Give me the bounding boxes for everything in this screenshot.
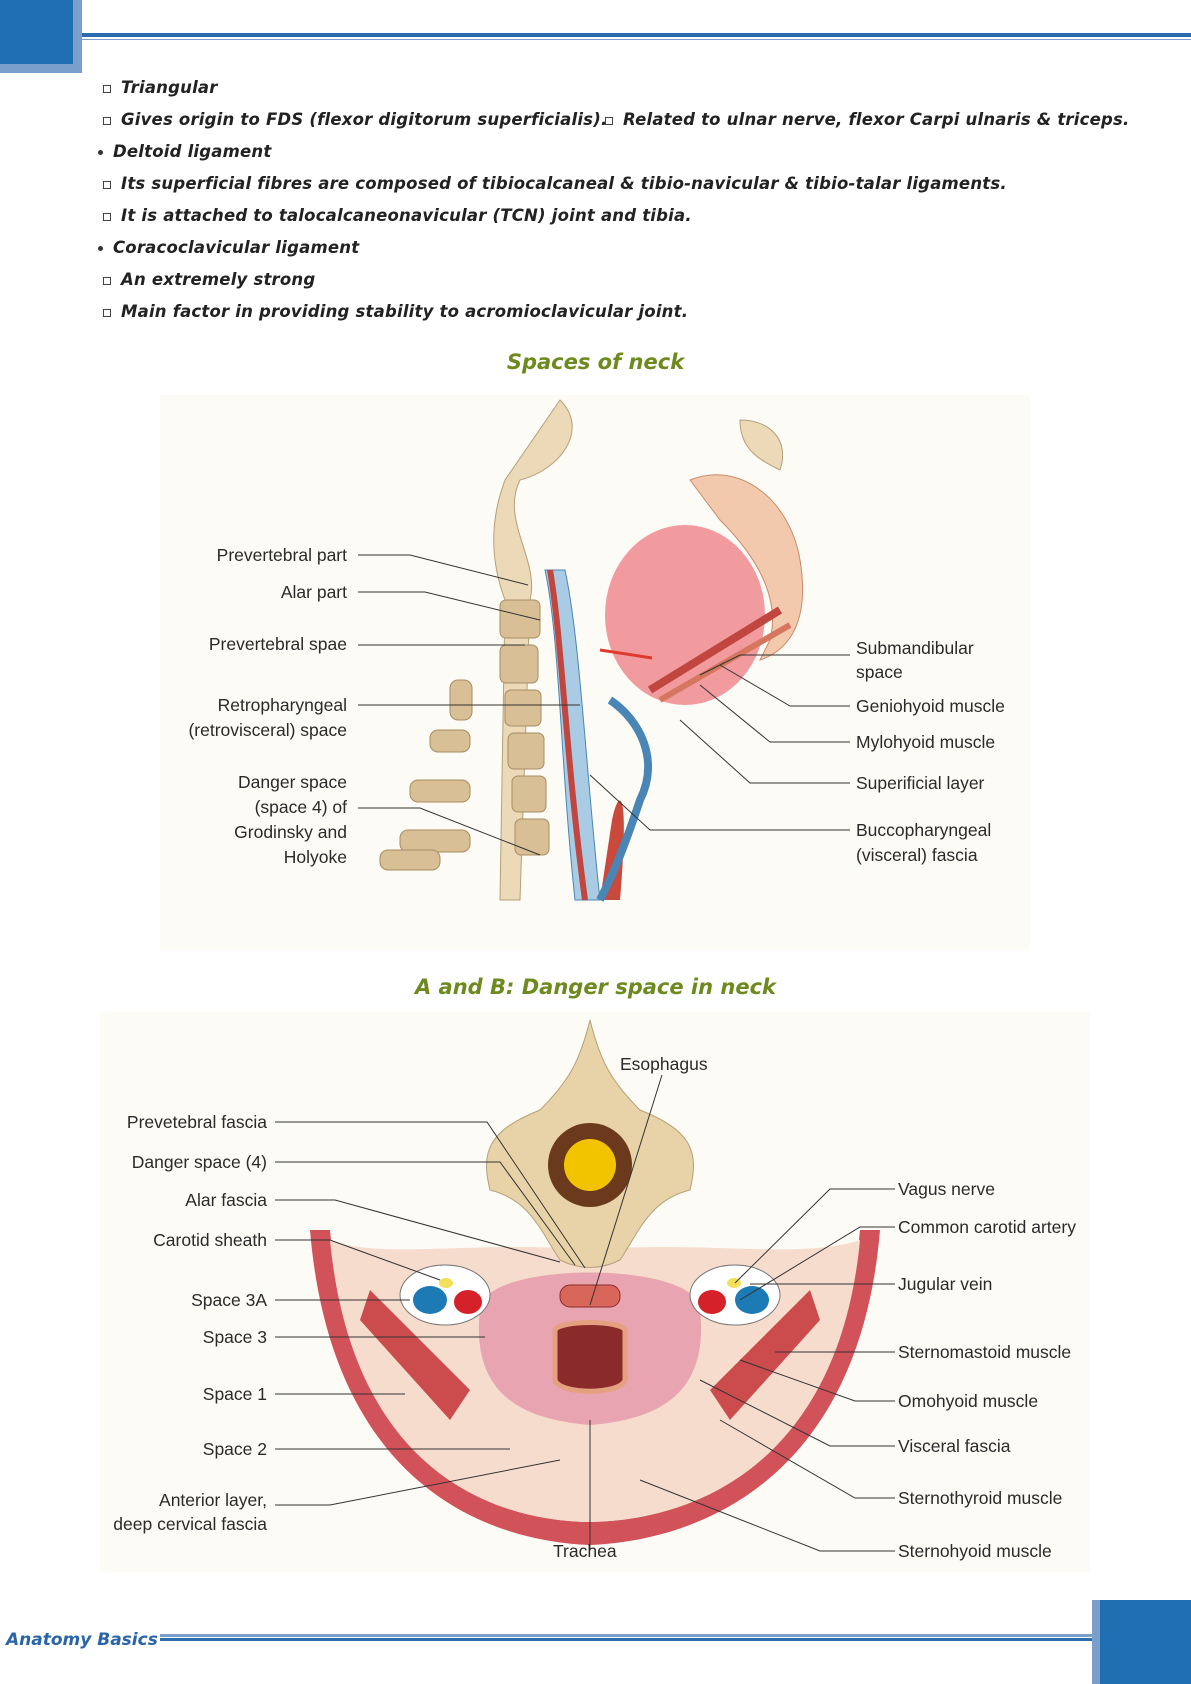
label-danger-space-line3: Grodinsky and xyxy=(234,822,347,842)
label-jugular-vein: Jugular vein xyxy=(898,1274,993,1294)
label-carotid-sheath: Carotid sheath xyxy=(153,1230,267,1250)
label-alar-fascia: Alar fascia xyxy=(185,1190,267,1210)
label-common-carotid: Common carotid artery xyxy=(898,1217,1076,1237)
label-trachea: Trachea xyxy=(553,1541,617,1561)
footer-corner-block-inner xyxy=(1100,1600,1191,1684)
figure1-caption: Spaces of neck xyxy=(506,350,685,374)
label-superficial-layer: Superificial layer xyxy=(856,773,985,793)
label-alar-part: Alar part xyxy=(280,582,347,602)
header-corner-block-inner xyxy=(0,0,73,64)
bullet-item: It is attached to talocalcaneonavicular … xyxy=(103,206,692,225)
label-omohyoid: Omohyoid muscle xyxy=(898,1391,1039,1411)
label-vagus-nerve: Vagus nerve xyxy=(898,1179,995,1199)
bullet-item: Its superficial fibres are composed of t… xyxy=(103,174,1007,193)
figure2-caption: A and B: Danger space in neck xyxy=(414,975,776,999)
footer-rule xyxy=(160,1634,1092,1637)
label-space-3: Space 3 xyxy=(202,1327,267,1347)
label-danger-space: Danger space xyxy=(238,772,347,792)
label-sternomastoid: Sternomastoid muscle xyxy=(898,1342,1072,1362)
label-danger-space-line4: Holyoke xyxy=(283,847,347,867)
label-submandibular-space: space xyxy=(856,662,903,682)
footer-rule-thick xyxy=(160,1638,1092,1641)
label-visceral-fascia-2: Visceral fascia xyxy=(898,1436,1011,1456)
label-visceral-fascia: (visceral) fascia xyxy=(856,845,978,865)
bullet-item: Related to ulnar nerve, flexor Carpi uln… xyxy=(605,110,1129,129)
label-anterior-layer: Anterior layer, xyxy=(159,1490,267,1510)
label-deep-cervical-fascia: deep cervical fascia xyxy=(113,1514,267,1534)
label-esophagus: Esophagus xyxy=(620,1054,708,1074)
label-sternohyoid: Sternohyoid muscle xyxy=(898,1541,1052,1561)
label-prevertebral-part: Prevertebral part xyxy=(216,545,347,565)
label-submandibular: Submandibular xyxy=(856,638,974,658)
figure1-leader-lines xyxy=(358,554,850,856)
label-space-3a: Space 3A xyxy=(191,1290,267,1310)
label-buccopharyngeal: Buccopharyngeal xyxy=(856,820,992,840)
header-rule xyxy=(82,33,1191,37)
label-mylohyoid: Mylohyoid muscle xyxy=(856,732,996,752)
bullet-item: Main factor in providing stability to ac… xyxy=(103,302,688,321)
label-prevertebral-space: Prevertebral spae xyxy=(208,634,347,654)
label-space-2: Space 2 xyxy=(202,1439,267,1459)
bullet-item: Coracoclavicular ligament xyxy=(98,238,359,257)
label-space-1: Space 1 xyxy=(202,1384,267,1404)
label-retropharyngeal: Retropharyngeal xyxy=(217,695,347,715)
figure2-drawing xyxy=(310,1019,880,1545)
header-rule-thin xyxy=(82,39,1191,40)
label-sternothyroid: Sternothyroid muscle xyxy=(898,1488,1063,1508)
footer-title: Anatomy Basics xyxy=(6,1630,158,1650)
label-retrovisceral-space: (retrovisceral) space xyxy=(188,720,347,740)
label-prevertebral-fascia: Prevetebral fascia xyxy=(126,1112,267,1132)
bullet-item: An extremely strong xyxy=(103,270,315,289)
bullet-item: Deltoid ligament xyxy=(98,142,271,161)
figure1-drawing xyxy=(379,399,804,902)
bullet-item: Gives origin to FDS (flexor digitorum su… xyxy=(103,110,607,129)
label-danger-space-4: Danger space (4) xyxy=(131,1152,267,1172)
label-danger-space-line2: (space 4) of xyxy=(254,797,347,817)
bullet-item: Triangular xyxy=(103,78,218,97)
label-geniohyoid: Geniohyoid muscle xyxy=(856,696,1005,716)
figure2-leader-lines xyxy=(275,1074,895,1552)
